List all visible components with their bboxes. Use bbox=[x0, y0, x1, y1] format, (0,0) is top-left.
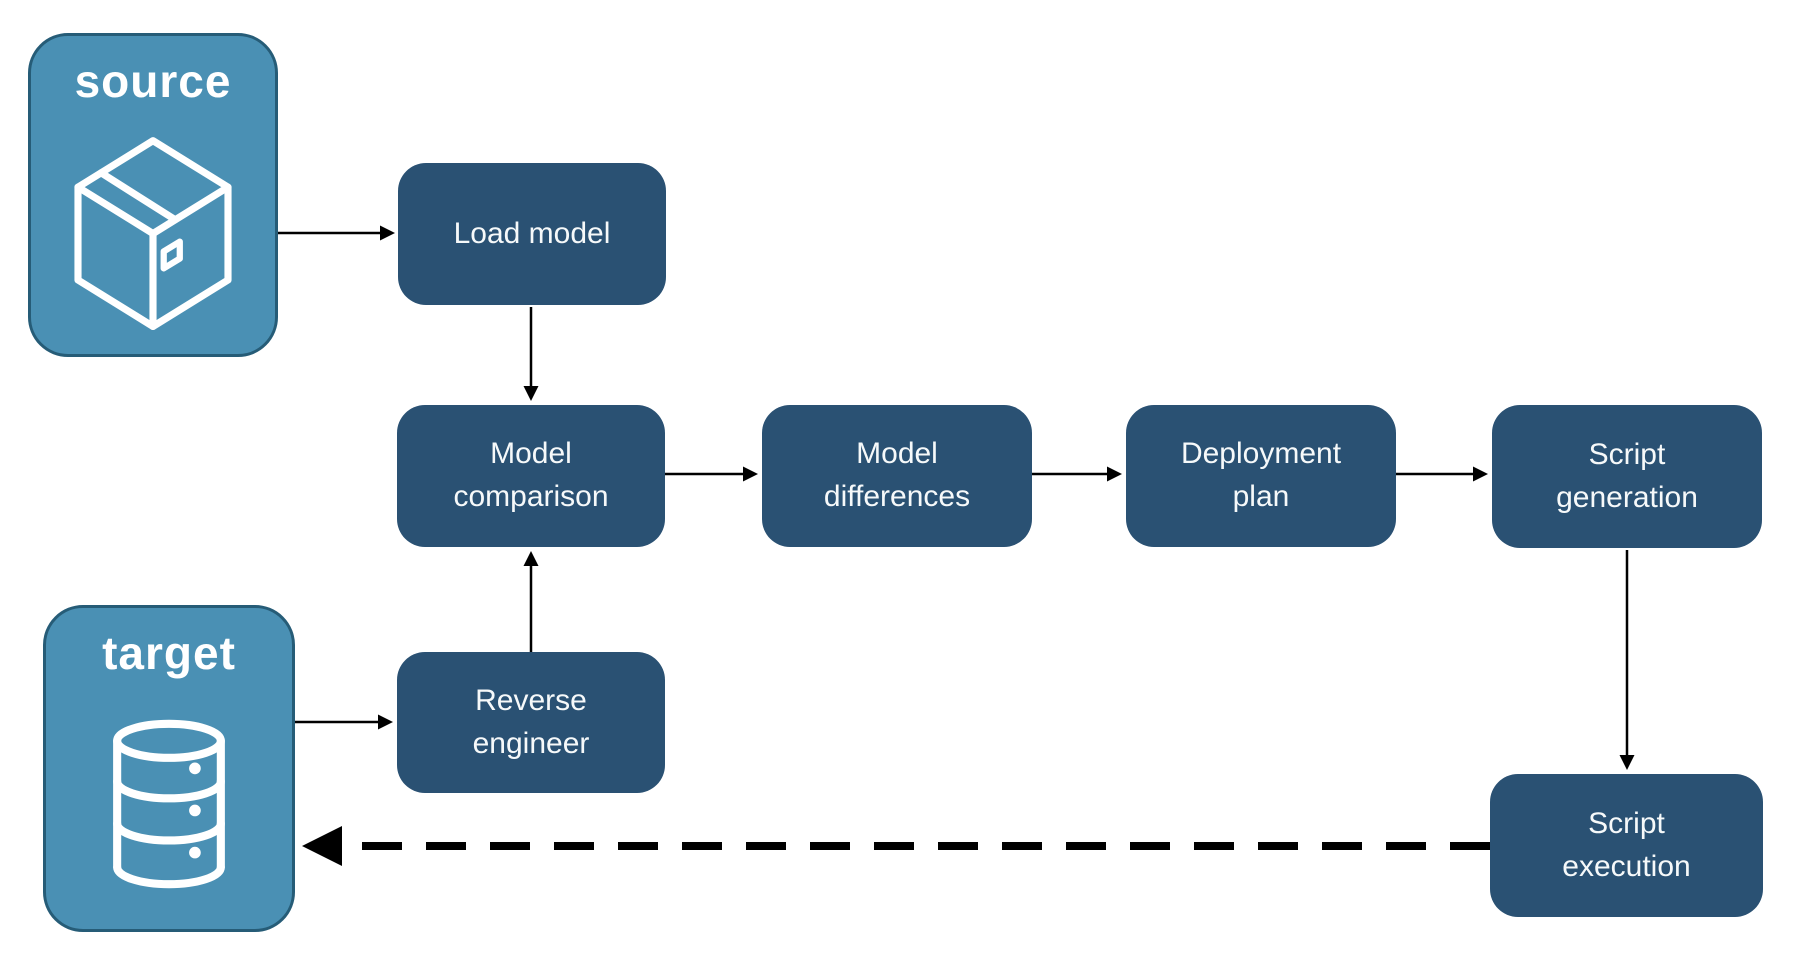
node-model-differences: Model differences bbox=[762, 405, 1032, 547]
database-icon bbox=[46, 679, 292, 929]
source-label: source bbox=[74, 55, 232, 107]
node-target: target bbox=[43, 605, 295, 932]
package-icon bbox=[31, 107, 275, 354]
node-deployment-plan: Deployment plan bbox=[1126, 405, 1396, 547]
target-label: target bbox=[102, 627, 236, 679]
node-source: source bbox=[28, 33, 278, 357]
node-model-comparison: Model comparison bbox=[397, 405, 665, 547]
node-script-execution: Script execution bbox=[1490, 774, 1763, 917]
node-reverse-engineer: Reverse engineer bbox=[397, 652, 665, 793]
node-load-model: Load model bbox=[398, 163, 666, 305]
node-script-generation: Script generation bbox=[1492, 405, 1762, 548]
